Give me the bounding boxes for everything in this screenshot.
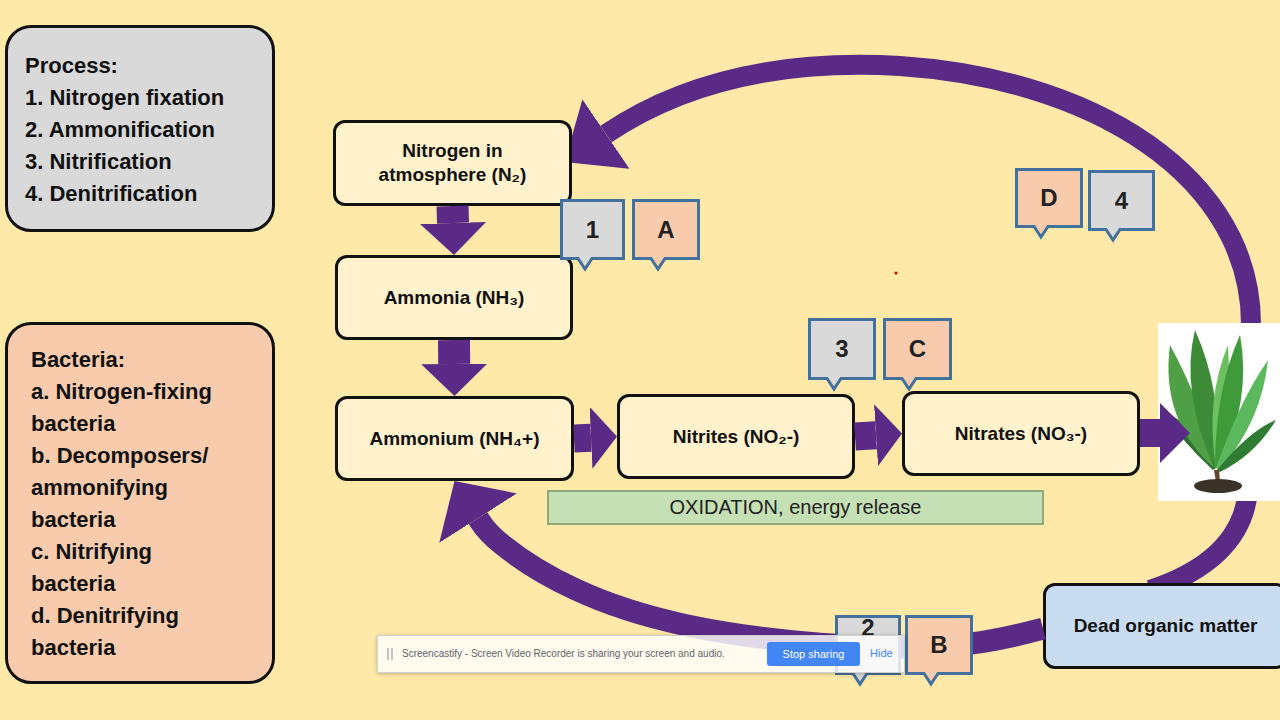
box-label: Ammonium (NH₄+)	[369, 427, 539, 451]
callout-label: C	[909, 335, 926, 363]
callout-label: 4	[1115, 187, 1128, 215]
process-box: Ammonia (NH₃)	[335, 255, 573, 340]
callout-outline	[885, 320, 951, 390]
plant-pot	[1194, 479, 1242, 493]
callout-outline	[1017, 170, 1082, 238]
box-label: Nitrites (NO₂-)	[673, 425, 800, 449]
box-label: Dead organic matter	[1074, 614, 1258, 638]
denitrification-arc	[606, 65, 1251, 345]
plant-illustration	[1158, 323, 1280, 501]
box-label: Nitrogen in atmosphere (N₂)	[363, 139, 543, 187]
button-label: Stop sharing	[783, 648, 845, 660]
key-panel: Process:1. Nitrogen fixation2. Ammonific…	[5, 25, 275, 232]
key-text: Bacteria:	[31, 344, 226, 376]
callout-outline	[907, 617, 972, 685]
grip-lines	[388, 648, 392, 660]
callout-label: B	[930, 631, 947, 659]
callout-box: 1	[560, 199, 625, 260]
recorder-text: Hide	[870, 646, 893, 660]
process-box: Nitrogen in atmosphere (N₂)	[333, 120, 572, 206]
key-text: 2. Ammonification	[25, 114, 270, 146]
flow-arrow	[438, 340, 470, 364]
band-label: OXIDATION, energy release	[670, 496, 922, 519]
callout-outline	[634, 201, 699, 270]
callout-label: D	[1040, 184, 1057, 212]
key-text: c. Nitrifying bacteria	[31, 536, 226, 600]
recorder-text: Screencastify - Screen Video Recorder is…	[402, 647, 725, 661]
callout-outline	[810, 320, 875, 390]
process-box: Nitrites (NO₂-)	[617, 394, 855, 479]
key-text: 1. Nitrogen fixation	[25, 82, 270, 114]
callout-box: 4	[1088, 170, 1155, 231]
grip-icon	[386, 647, 394, 661]
process-box: Ammonium (NH₄+)	[335, 396, 574, 481]
key-text: 3. Nitrification	[25, 146, 270, 178]
flow-arrow	[855, 435, 876, 436]
callout-box: 3	[808, 318, 876, 380]
decay-arc	[1150, 490, 1248, 590]
recorder-bar: Screencastify - Screen Video Recorder is…	[377, 635, 905, 673]
box-label: Ammonia (NH₃)	[384, 286, 525, 310]
callout-box: D	[1015, 168, 1083, 228]
box-label: Nitrates (NO₃-)	[955, 422, 1087, 446]
callout-label: 1	[586, 216, 599, 244]
plant-leaf	[1217, 420, 1276, 472]
note-band: OXIDATION, energy release	[547, 490, 1044, 525]
callout-outline	[1090, 172, 1154, 241]
flow-arrow	[574, 424, 591, 453]
process-box: Nitrates (NO₃-)	[902, 391, 1140, 476]
key-text: d. Denitrifying bacteria	[31, 600, 226, 664]
callout-box: C	[883, 318, 952, 380]
key-text: 4. Denitrification	[25, 178, 270, 210]
flow-arrow	[437, 206, 470, 223]
stop-button: Stop sharing	[767, 642, 860, 666]
key-panel: Bacteria:a. Nitrogen-fixing bacteriab. D…	[5, 322, 275, 684]
callout-label: 3	[835, 335, 848, 363]
callout-label: A	[657, 216, 674, 244]
plant-background	[1158, 323, 1280, 501]
key-text: a. Nitrogen-fixing bacteria	[31, 376, 226, 440]
stray-dot	[895, 272, 898, 275]
callout-outline	[562, 201, 624, 270]
key-text: b. Decomposers/ ammonifying bacteria	[31, 440, 226, 536]
process-box: Dead organic matter	[1043, 583, 1280, 669]
callout-box: A	[632, 199, 700, 260]
key-text: Process:	[25, 50, 270, 82]
callout-box: B	[905, 615, 973, 675]
uptake-arrow	[1138, 419, 1160, 447]
